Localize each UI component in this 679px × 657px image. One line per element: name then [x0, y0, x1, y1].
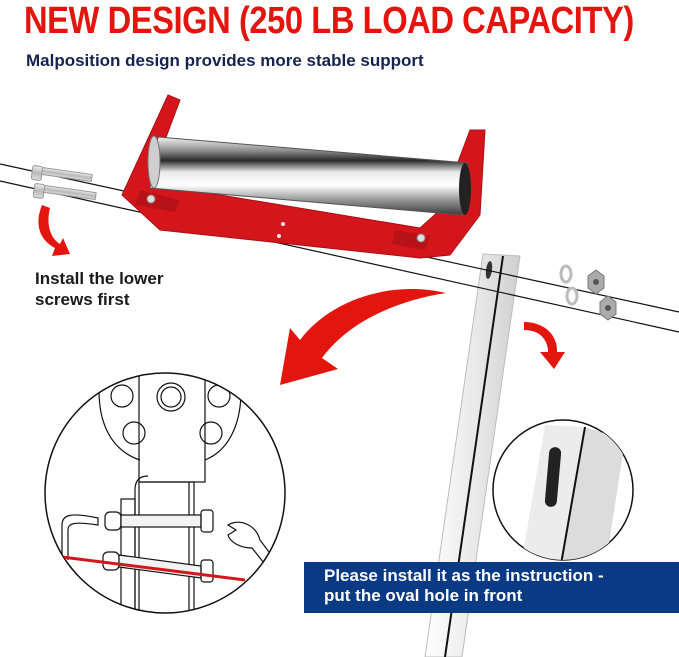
steel-roller — [147, 135, 471, 216]
small-curved-arrow-left-icon — [38, 205, 70, 256]
socket-cap-screws — [30, 165, 97, 201]
headline-title: NEW DESIGN (250 LB LOAD CAPACITY) — [24, 0, 634, 42]
bolt-assembly-detail — [44, 372, 286, 614]
oval-hole-instruction-banner: Please install it as the instruction - p… — [304, 562, 679, 613]
lower-screws-note-line1: Install the lower — [35, 269, 164, 288]
lower-screws-note-line2: screws first — [35, 290, 130, 309]
washers-and-nuts — [559, 264, 617, 321]
oval-hole-detail — [492, 419, 634, 561]
headline-subtitle: Malposition design provides more stable … — [26, 51, 424, 70]
banner-line2: put the oval hole in front — [324, 586, 523, 605]
banner-line1: Please install it as the instruction - — [324, 566, 604, 585]
large-curved-arrow-icon — [280, 289, 446, 385]
small-curved-arrow-right-icon — [524, 322, 565, 369]
lower-screws-note: Install the lower screws first — [35, 268, 163, 310]
roller-bracket — [121, 94, 486, 259]
